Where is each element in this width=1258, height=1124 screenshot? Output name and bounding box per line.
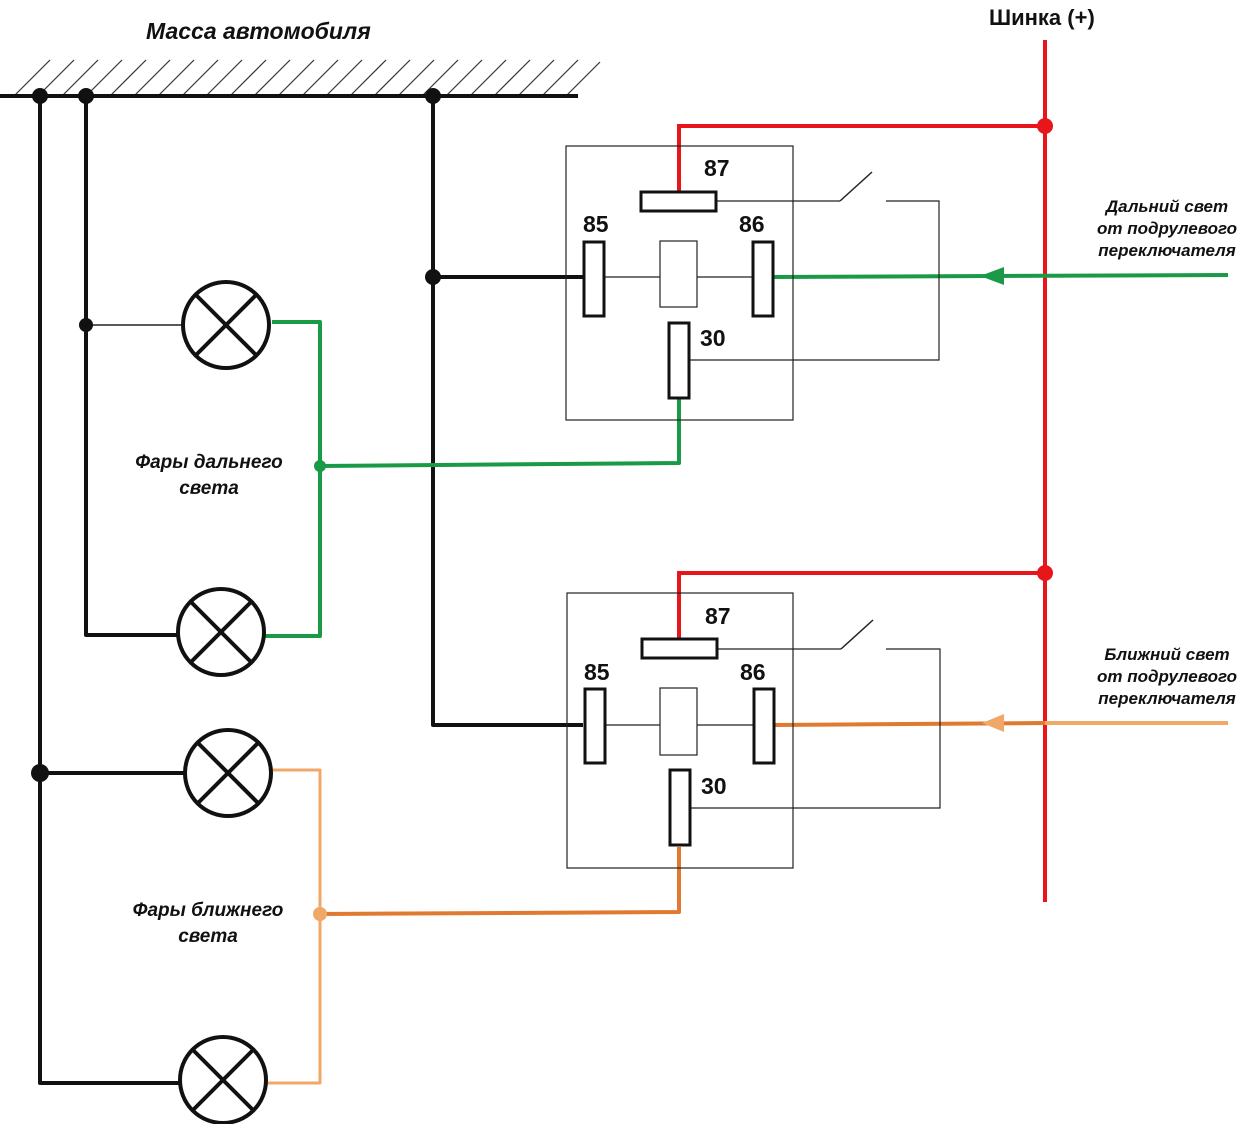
low-beam-lamps-label-line2: света: [178, 926, 238, 947]
ground-hatching: [13, 59, 601, 97]
ground-wire-high-lower: [84, 96, 178, 637]
low-beam-wires: [265, 721, 1228, 1085]
relay-body: [566, 592, 794, 869]
relay-pin-30: [668, 768, 692, 847]
relay-pin-87: [640, 637, 719, 660]
relay2-pin30-label: 30: [701, 773, 727, 799]
relay-coil-icon: [659, 240, 698, 308]
lamp-icon: [183, 728, 273, 818]
relay-pin-87: [639, 190, 718, 213]
relay-switch-icon: [840, 619, 874, 650]
plus-bus-junctions: [1037, 118, 1053, 581]
bus-label: Шинка (+): [989, 5, 1095, 30]
low-beam-input-label-line3: переключателя: [1098, 689, 1236, 708]
relay-pin-86: [751, 240, 775, 318]
relay-pin-30: [667, 321, 691, 400]
lamp-icon: [181, 280, 271, 370]
high-beam-input-label-line3: переключателя: [1098, 241, 1236, 260]
relay2-pin86-label: 86: [740, 659, 766, 685]
relay-switch-icon: [839, 171, 873, 202]
ground-wires: [0, 94, 583, 1085]
ground-junctions: [31, 88, 441, 782]
high-beam-input-label-line1: Дальний свет: [1105, 197, 1229, 216]
low-beam-junction: [313, 907, 327, 921]
relay-pin-85: [583, 687, 607, 765]
relay2-pin87-label: 87: [705, 603, 731, 629]
high-beam-input-label: Дальний свет от подрулевого переключател…: [1078, 196, 1256, 262]
relay-body: [565, 145, 794, 421]
ground-label: Масса автомобиля: [146, 18, 371, 44]
lamp-icon: [176, 587, 266, 677]
relay-1: [565, 145, 940, 421]
relay-2: [566, 592, 941, 869]
relay2-pin85-label: 85: [584, 659, 610, 685]
low-beam-arrow-icon: [982, 714, 1004, 732]
plus-bus: [677, 40, 1047, 902]
high-beam-junction: [314, 460, 326, 472]
high-beam-arrow-icon: [980, 267, 1004, 285]
high-beam-lamps-label-line2: света: [179, 478, 239, 499]
low-beam-input-label: Ближний свет от подрулевого переключател…: [1078, 644, 1256, 710]
ground-wire-low-lower: [38, 96, 180, 1085]
relay-coil-icon: [659, 687, 698, 756]
high-beam-lamps-label: Фары дальнего света: [104, 450, 314, 502]
relay-pin-85: [582, 240, 606, 318]
relay1-pin30-label: 30: [700, 325, 726, 351]
low-beam-input-label-line2: от подрулевого: [1097, 667, 1237, 686]
low-beam-lamps-label-line1: Фары ближнего: [132, 900, 284, 921]
relay1-pin86-label: 86: [739, 211, 765, 237]
low-beam-input-label-line1: Ближний свет: [1104, 645, 1230, 664]
high-beam-lamps-label-line1: Фары дальнего: [135, 452, 283, 473]
relay-pin-86: [752, 687, 776, 765]
high-beam-input-label-line2: от подрулевого: [1097, 219, 1237, 238]
ground-wire-relays: [431, 96, 583, 727]
low-beam-lamps-label: Фары ближнего света: [103, 898, 313, 950]
relay1-pin87-label: 87: [704, 155, 730, 181]
high-beam-wires: [264, 273, 1229, 638]
lamp-icon: [178, 1035, 268, 1124]
relay1-pin85-label: 85: [583, 211, 609, 237]
